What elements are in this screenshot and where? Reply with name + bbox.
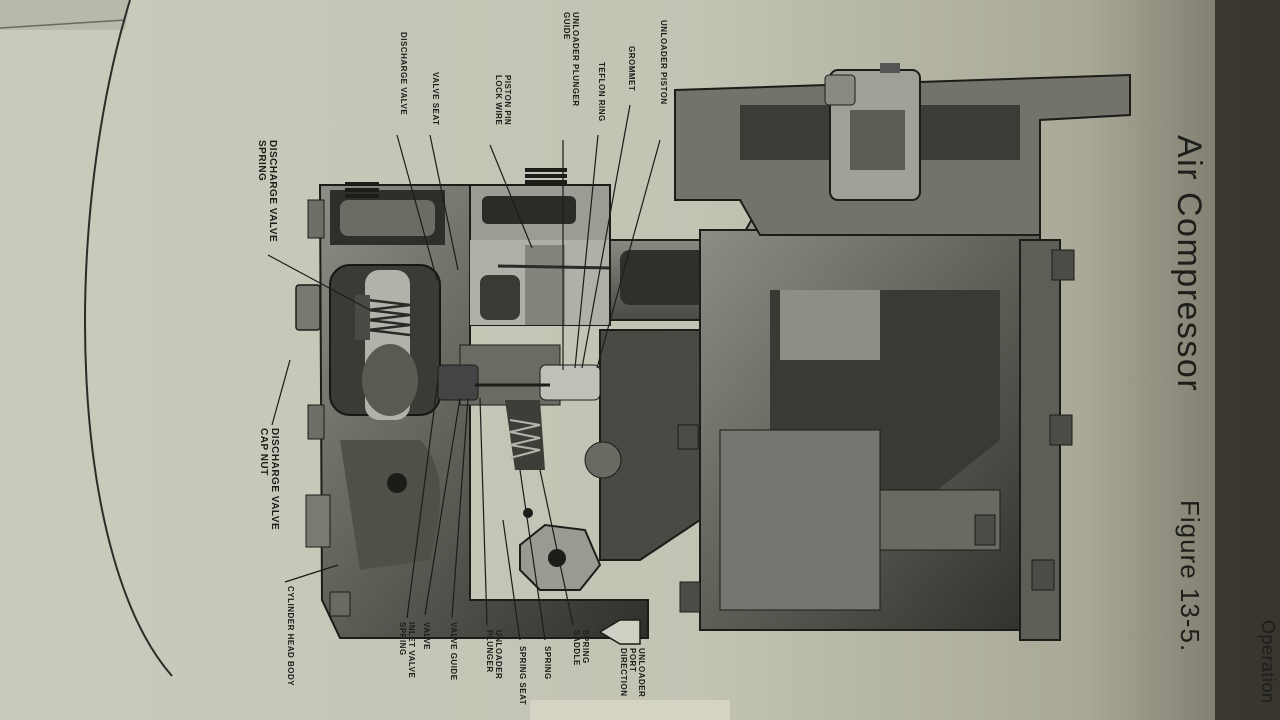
callout-spring-saddle: SPRING SADDLE (572, 630, 590, 666)
page-footer-fragment: Operation (1258, 620, 1278, 704)
callout-unloader-port-direction: UNLOADER PORT DIRECTION (619, 648, 646, 698)
figure-title: Air Compressor (1170, 135, 1208, 393)
callout-cylinder-head-body: CYLINDER HEAD BODY (286, 586, 295, 687)
figure-number: Figure 13-5. (1175, 500, 1205, 653)
page-fold-line (0, 19, 126, 29)
callout-grommet: GROMMET (627, 46, 636, 92)
callout-unloader-piston: UNLOADER PISTON (659, 20, 668, 105)
compressor-illustration (295, 63, 1131, 645)
callout-teflon-ring: TEFLON RING (597, 62, 606, 122)
callout-leader-lines (267, 104, 661, 641)
callout-discharge-valve-spring: DISCHARGE VALVE SPRING (256, 140, 278, 243)
right-shadow (1215, 0, 1280, 720)
callout-inlet-valve-spring: INLET VALVE SPRING (398, 622, 416, 679)
callout-valve-seat: VALVE SEAT (431, 72, 440, 126)
callout-discharge-valve: DISCHARGE VALVE (399, 32, 408, 116)
bottom-edge (530, 700, 730, 720)
callout-piston-pin-lock-wire: PISTON PIN LOCK WIRE (494, 75, 512, 126)
callout-spring-seat: SPRING SEAT (518, 646, 527, 706)
callout-spring: SPRING (543, 646, 552, 680)
callout-unloader-plunger-guide: UNLOADER PLUNGER GUIDE (562, 12, 580, 107)
page-curve-line (84, 0, 173, 677)
callout-valve-guide: VALVE GUIDE (449, 622, 458, 681)
left-page-edge (0, 0, 130, 30)
callout-valve: VALVE (422, 622, 431, 650)
callout-unloader-plunger: UNLOADER PLUNGER (485, 630, 503, 680)
callout-discharge-valve-cap-nut: DISCHARGE VALVE CAP NUT (258, 428, 280, 531)
